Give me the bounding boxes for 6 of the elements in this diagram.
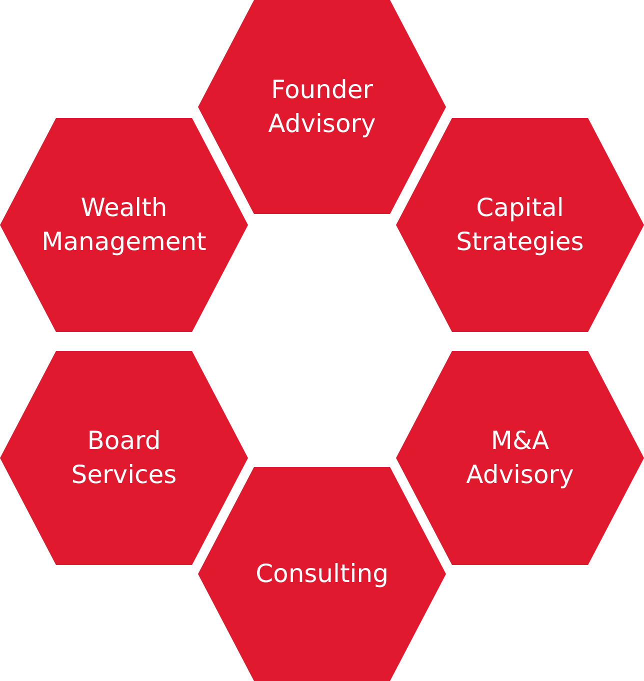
hexagon-label: Consulting xyxy=(254,558,390,590)
hexagon-label: Founder Advisory xyxy=(267,74,377,140)
hexagon-label: Capital Strategies xyxy=(455,192,585,258)
hexagon-label: M&A Advisory xyxy=(465,425,575,491)
hexagon-label: Wealth Management xyxy=(40,192,208,258)
hexagon-label: Board Services xyxy=(70,425,178,491)
